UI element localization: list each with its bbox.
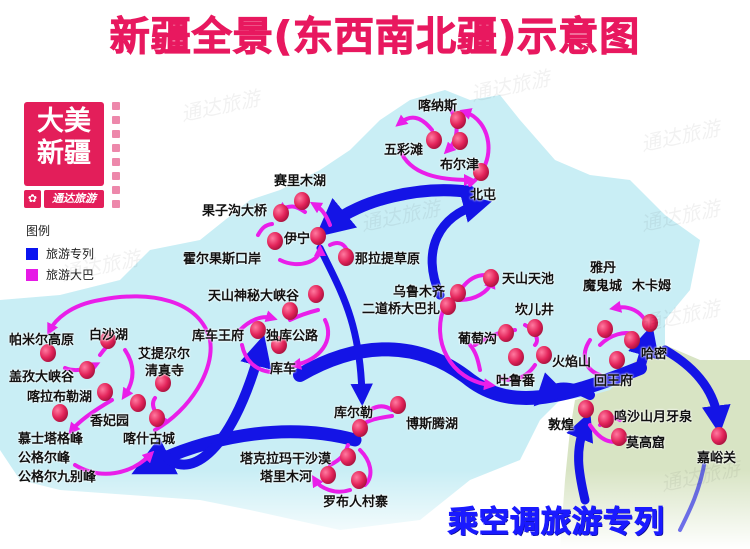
place-label: 库车王府 xyxy=(192,329,245,344)
place-label: 吐鲁番 xyxy=(496,374,536,389)
place-label: 回王府 xyxy=(594,374,634,389)
place-label: 嘉峪关 xyxy=(697,451,737,466)
logo-line-2: 新疆 xyxy=(37,138,91,169)
place-label: 清真寺 xyxy=(145,364,185,379)
train-banner: 乘空调旅游专列 xyxy=(448,505,665,541)
place-label: 雅丹 xyxy=(590,261,617,276)
place-label: 莫高窟 xyxy=(626,436,666,451)
place-label: 喀什古城 xyxy=(123,432,176,447)
place-label: 公格尔九别峰 xyxy=(18,470,97,485)
place-label: 艾提尕尔 xyxy=(138,347,191,362)
place-label: 库尔勒 xyxy=(334,406,374,421)
place-label: 果子沟大桥 xyxy=(202,204,268,219)
train-swatch-icon xyxy=(26,247,38,260)
place-label: 盖孜大峡谷 xyxy=(9,370,75,385)
place-label: 博斯腾湖 xyxy=(406,417,459,432)
place-label: 喀纳斯 xyxy=(418,99,458,114)
place-label: 鸣沙山月牙泉 xyxy=(614,410,693,425)
place-label: 伊宁 xyxy=(284,232,311,247)
place-label: 坎儿井 xyxy=(515,303,555,318)
place-label: 慕士塔格峰 xyxy=(18,432,84,447)
page-title: 新疆全景(东西南北疆)示意图 xyxy=(109,14,641,61)
legend: 图例 旅游专列 旅游大巴 xyxy=(26,222,94,287)
train-routes xyxy=(131,184,731,532)
place-label: 火焰山 xyxy=(552,355,592,370)
logo: 大美 新疆 xyxy=(24,102,104,186)
place-label: 魔鬼城 xyxy=(583,279,623,294)
place-label: 北屯 xyxy=(470,188,497,203)
place-label: 独库公路 xyxy=(266,329,319,344)
place-label: 布尔津 xyxy=(440,158,480,173)
legend-item-bus: 旅游大巴 xyxy=(26,266,94,283)
place-label: 帕米尔高原 xyxy=(9,333,75,348)
place-label: 葡萄沟 xyxy=(458,332,498,347)
flower-icon: ✿ xyxy=(24,190,41,208)
bus-swatch-icon xyxy=(26,268,38,281)
bus-routes xyxy=(47,106,647,494)
logo-brand-bar: ✿ 通达旅游 xyxy=(24,190,104,208)
logo-vertical-slogan xyxy=(112,102,122,208)
legend-label: 旅游专列 xyxy=(46,247,95,261)
place-label: 库车 xyxy=(270,362,297,377)
place-label: 塔克拉玛干沙漠 xyxy=(240,452,332,467)
place-label: 二道桥大巴扎 xyxy=(362,302,441,317)
brand-name: 通达旅游 xyxy=(44,190,104,208)
place-label: 公格尔峰 xyxy=(18,451,71,466)
place-label: 天山天池 xyxy=(502,272,555,287)
legend-item-train: 旅游专列 xyxy=(26,245,94,262)
place-label: 白沙湖 xyxy=(89,328,129,343)
place-label: 敦煌 xyxy=(548,418,575,433)
logo-line-1: 大美 xyxy=(37,106,91,137)
balloon-markers xyxy=(40,111,727,489)
legend-label: 旅游大巴 xyxy=(46,268,95,282)
place-label: 塔里木河 xyxy=(260,470,313,485)
place-label: 霍尔果斯口岸 xyxy=(183,252,262,267)
place-label: 喀拉布勒湖 xyxy=(27,390,93,405)
place-label: 五彩滩 xyxy=(384,143,424,158)
place-label: 木卡姆 xyxy=(632,279,672,294)
place-label: 天山神秘大峡谷 xyxy=(208,289,300,304)
place-label: 那拉提草原 xyxy=(355,252,421,267)
place-label: 哈密 xyxy=(641,347,668,362)
place-label: 罗布人村寨 xyxy=(323,495,389,510)
place-label: 乌鲁木齐 xyxy=(393,285,446,300)
place-label: 赛里木湖 xyxy=(274,174,327,189)
place-label: 香妃园 xyxy=(90,414,130,429)
legend-title: 图例 xyxy=(26,224,51,238)
